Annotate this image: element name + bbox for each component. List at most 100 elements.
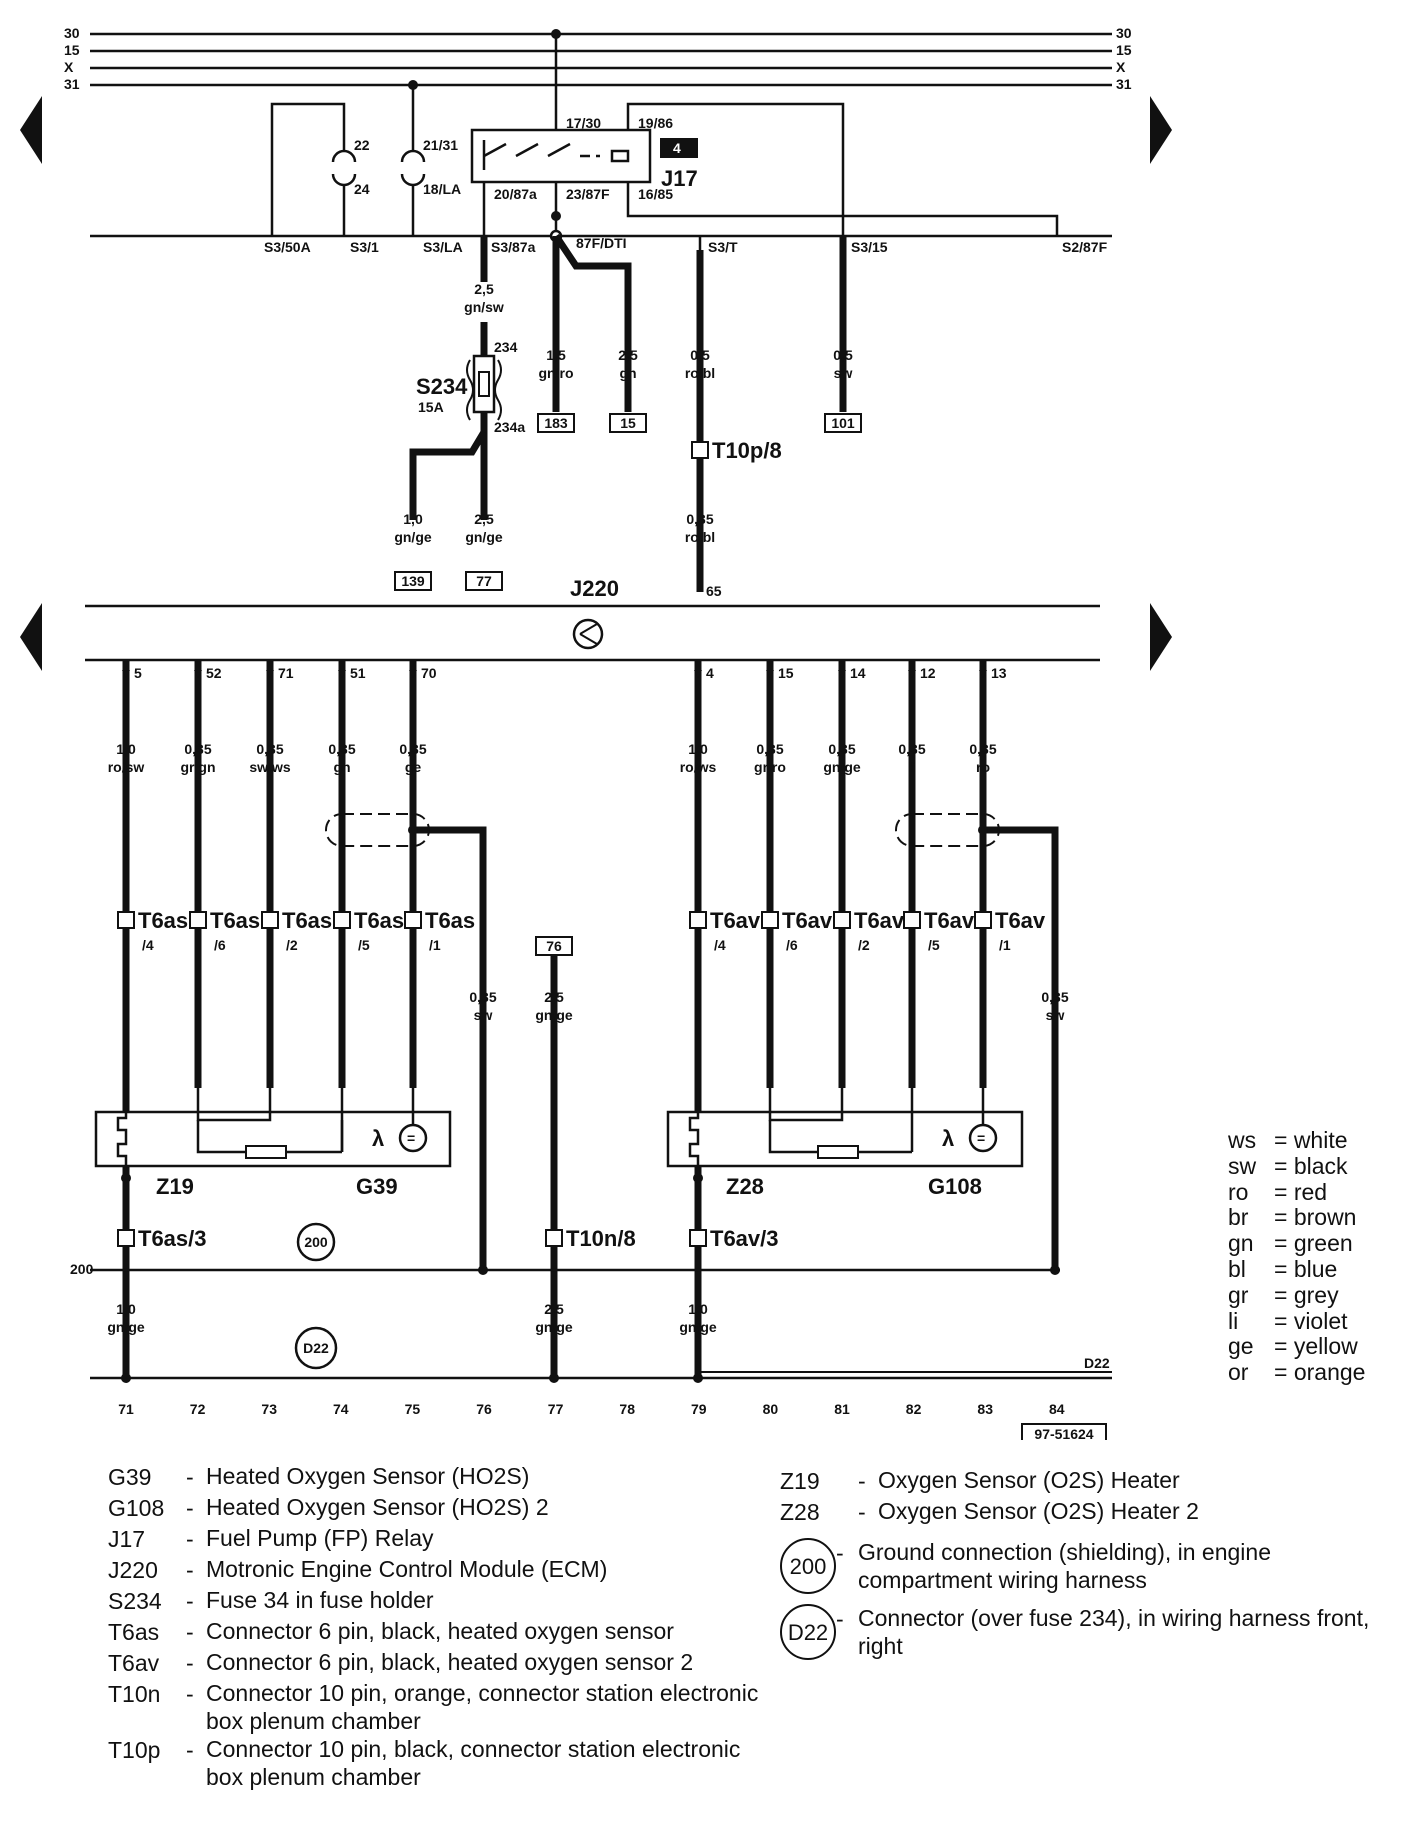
connector-pin: /5	[928, 937, 940, 953]
track-number: 81	[834, 1401, 850, 1417]
connector-box	[261, 911, 279, 929]
connector-pin: /4	[142, 937, 154, 953]
color-legend-row: ro= red	[1228, 1179, 1403, 1206]
ecm-pin-number: 15	[778, 665, 794, 681]
ground-legend-description: Ground connection (shielding), in engine…	[858, 1539, 1271, 1593]
color-code: ws	[1228, 1127, 1257, 1153]
pin-arrow-icon	[338, 670, 346, 678]
color-legend-row: br= brown	[1228, 1205, 1403, 1231]
wire-color: gr/gn	[181, 759, 216, 775]
prev-page-arrow-icon-lower[interactable]	[20, 603, 42, 671]
pin-arrow-icon	[838, 670, 846, 678]
legend-dash: -	[858, 1468, 866, 1494]
connector-box	[974, 911, 992, 929]
component-legend-row: Z19 -Oxygen Sensor (O2S) Heater	[780, 1466, 1400, 1497]
color-legend-row: bl= blue	[1228, 1256, 1403, 1283]
wire-size: 0,35	[184, 741, 211, 757]
lambda-symbol: λ	[942, 1126, 954, 1151]
fuse-element	[478, 371, 490, 397]
ground-200-symbol	[296, 1222, 336, 1262]
connector-box	[689, 1229, 707, 1247]
wire-size: 0,35	[399, 741, 426, 757]
legend-dash: -	[186, 1650, 194, 1676]
socket-label: 87F/DTI	[576, 235, 627, 251]
connector-name: T6av	[782, 908, 833, 933]
ecm-pin-number: 14	[850, 665, 866, 681]
prev-page-arrow-icon[interactable]	[20, 96, 42, 164]
wire-size: 1,0	[688, 1301, 708, 1317]
doc-id: 97-51624	[1034, 1426, 1093, 1440]
socket-label: S3/50A	[264, 239, 311, 255]
connector-box	[761, 911, 779, 929]
lambda-symbol: λ	[372, 1126, 384, 1151]
junction-dot	[1050, 1265, 1060, 1275]
track-number: 71	[118, 1401, 134, 1417]
component-description: Oxygen Sensor (O2S) Heater	[878, 1467, 1180, 1493]
relay-badge-number: 4	[673, 140, 681, 156]
ecm-label: J220	[570, 576, 619, 601]
component-id: T10n	[108, 1681, 161, 1707]
connector-box	[545, 1229, 563, 1247]
heater-z19-icon	[116, 1088, 128, 1178]
socket-label: S3/LA	[423, 239, 463, 255]
color-code: ge	[1228, 1333, 1254, 1360]
component-legend-row: J17-Fuel Pump (FP) Relay	[108, 1524, 768, 1555]
next-page-arrow-icon-lower[interactable]	[1150, 603, 1172, 671]
shield-loop-right	[895, 813, 1000, 847]
wire-color: sw/ws	[249, 759, 290, 775]
component-id: Z19	[780, 1468, 820, 1494]
relay-wiring	[90, 34, 1112, 250]
component-legend-row: S234-Fuse 34 in fuse holder	[108, 1586, 768, 1617]
socket-label: S2/87F	[1062, 239, 1108, 255]
connector-label: T6av/3	[710, 1226, 779, 1251]
ref-box	[609, 413, 647, 433]
resistor-left-icon	[245, 1145, 287, 1159]
rail-d22-label: D22	[1084, 1355, 1110, 1371]
junction-dot	[121, 1373, 131, 1383]
track-number: 83	[977, 1401, 993, 1417]
relay-j17-label: J17	[661, 166, 698, 191]
wire-size: 2,5	[474, 281, 494, 297]
component-id: J220	[108, 1557, 158, 1583]
component-legend-row: J220-Motronic Engine Control Module (ECM…	[108, 1555, 768, 1586]
ground-legend-description: Connector (over fuse 234), in wiring har…	[858, 1605, 1370, 1659]
connector-name: T6av	[924, 908, 975, 933]
track-number: 74	[333, 1401, 349, 1417]
component-legend-row: T10p-Connector 10 pin, black, connector …	[108, 1735, 768, 1791]
wire-size: 1,0	[403, 511, 423, 527]
socket-label: S3/T	[708, 239, 738, 255]
ecm-pin-number: 4	[706, 665, 714, 681]
relay-badge	[660, 138, 698, 158]
lower-wire-labels: 51,0ro/swT6as/4520,35gr/gnT6as/6710,35sw…	[108, 665, 1046, 953]
legend-dash: -	[186, 1557, 194, 1583]
connector-t10p-label: T10p/8	[712, 438, 782, 463]
connector-pin: /6	[214, 937, 226, 953]
connector-box	[117, 911, 135, 929]
wire-size: 0,35	[1041, 989, 1068, 1005]
connector-pin: /6	[786, 937, 798, 953]
fuse-label: S234	[416, 374, 468, 399]
relay-j17-box	[470, 128, 652, 184]
wire-size: 2,5	[618, 347, 638, 363]
ground-legend-row: D22-Connector (over fuse 234), in wiring…	[780, 1604, 1400, 1660]
legend-dash: -	[186, 1495, 194, 1521]
reference-boxes: 183 15 101 139 77 76	[394, 413, 862, 956]
ecm-pin-number: 52	[206, 665, 222, 681]
junction-dot	[478, 1265, 488, 1275]
color-code: or	[1228, 1359, 1249, 1386]
color-name: = brown	[1274, 1204, 1357, 1231]
wire-size: 1,5	[546, 347, 566, 363]
track-number: 79	[691, 1401, 707, 1417]
color-legend-row: gn= green	[1228, 1230, 1403, 1257]
thick-wires-lower	[122, 660, 1059, 1378]
ground-legend-row: 200-Ground connection (shielding), in en…	[780, 1538, 1400, 1594]
wire-color: sw	[474, 1007, 493, 1023]
wire-color: li	[908, 759, 916, 775]
junction-dot	[693, 1373, 703, 1383]
ref-number: 77	[476, 573, 492, 589]
next-page-arrow-icon[interactable]	[1150, 96, 1172, 164]
component-legend: G39-Heated Oxygen Sensor (HO2S)G108-Heat…	[108, 1462, 768, 1791]
relay-pin-18: 18/LA	[423, 181, 461, 197]
component-description: Connector 10 pin, orange, connector stat…	[206, 1680, 759, 1734]
